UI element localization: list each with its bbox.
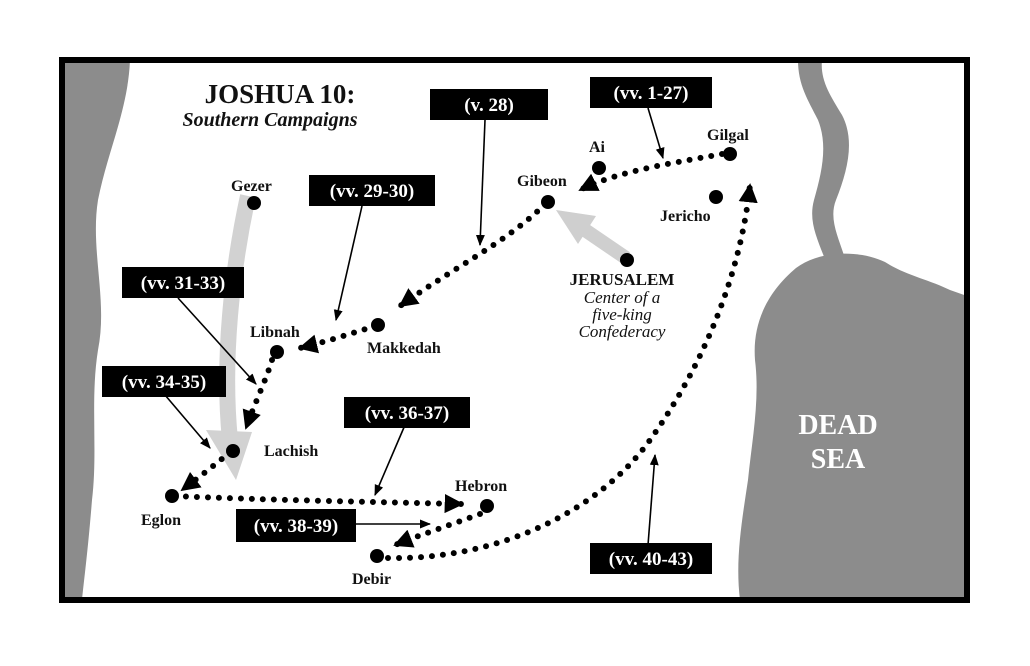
city-label-jericho: Jericho bbox=[660, 208, 711, 225]
verse-tag-v34-35-label: (vv. 34-35) bbox=[122, 372, 206, 393]
map-title: JOSHUA 10: bbox=[205, 79, 356, 109]
verse-tag-v28: (v. 28) bbox=[430, 89, 548, 120]
city-label-gezer: Gezer bbox=[231, 178, 272, 195]
route-lachish-eglon bbox=[179, 449, 233, 493]
pointer-v34-35 bbox=[164, 394, 211, 449]
map-subtitle: Southern Campaigns bbox=[182, 109, 357, 131]
verse-tag-v36-37-label: (vv. 36-37) bbox=[365, 403, 449, 424]
city-label-ai: Ai bbox=[589, 139, 606, 156]
city-label-eglon: Eglon bbox=[141, 512, 181, 529]
city-label-gilgal: Gilgal bbox=[707, 127, 749, 144]
jerusalem-note-line2: five-king bbox=[592, 305, 651, 324]
city-dot-jericho bbox=[709, 190, 723, 204]
city-label-gibeon: Gibeon bbox=[517, 173, 567, 190]
city-dot-libnah bbox=[270, 345, 284, 359]
verse-tag-v1-27-label: (vv. 1-27) bbox=[614, 83, 689, 104]
city-dot-lachish bbox=[226, 444, 240, 458]
verse-tag-v38-39-label: (vv. 38-39) bbox=[254, 516, 338, 537]
verse-tag-v34-35: (vv. 34-35) bbox=[102, 366, 226, 397]
jerusalem-note-line3: Confederacy bbox=[579, 322, 666, 341]
tag-pointers bbox=[164, 107, 665, 546]
verse-tag-v38-39: (vv. 38-39) bbox=[236, 509, 356, 542]
pointer-v29-30 bbox=[333, 205, 363, 322]
verse-tag-v36-37: (vv. 36-37) bbox=[344, 397, 470, 428]
dead-sea-label-line2: SEA bbox=[811, 444, 866, 475]
pointer-v40-43 bbox=[647, 453, 659, 546]
route-debir-gilgal bbox=[385, 182, 758, 562]
dead-sea-label-line1: DEAD bbox=[798, 410, 877, 441]
city-label-debir: Debir bbox=[352, 571, 391, 588]
city-dot-gilgal bbox=[723, 147, 737, 161]
pointer-v28 bbox=[475, 119, 486, 247]
city-dot-eglon bbox=[165, 489, 179, 503]
city-label-lachish: Lachish bbox=[264, 443, 318, 460]
city-label-hebron: Hebron bbox=[455, 478, 507, 495]
city-dot-gezer bbox=[247, 196, 261, 210]
jerusalem-arrow-head bbox=[556, 210, 596, 244]
route-hebron-debir bbox=[392, 511, 483, 548]
pointer-v31-33 bbox=[177, 297, 257, 385]
gezer-arrow bbox=[219, 194, 256, 441]
city-dot-jerusalem bbox=[620, 253, 634, 267]
jordan-river bbox=[798, 60, 849, 262]
verse-tag-v28-label: (v. 28) bbox=[464, 95, 514, 116]
city-dot-makkedah bbox=[371, 318, 385, 332]
city-dot-ai bbox=[592, 161, 606, 175]
route-gilgal-gibeon bbox=[577, 151, 725, 193]
map-frame bbox=[59, 57, 970, 603]
route-gibeon-makkedah bbox=[397, 201, 548, 309]
verse-tag-v29-30: (vv. 29-30) bbox=[309, 175, 435, 206]
city-dot-gibeon bbox=[541, 195, 555, 209]
verse-tag-v31-33-label: (vv. 31-33) bbox=[141, 273, 225, 294]
jerusalem-note-line1: Center of a bbox=[584, 288, 661, 307]
jerusalem-label: JERUSALEM bbox=[570, 270, 675, 289]
dead-sea bbox=[738, 253, 967, 601]
route-libnah-lachish bbox=[242, 357, 275, 431]
coast-water bbox=[62, 60, 130, 600]
city-label-makkedah: Makkedah bbox=[367, 340, 441, 357]
city-label-libnah: Libnah bbox=[250, 324, 300, 341]
city-dot-debir bbox=[370, 549, 384, 563]
route-eglon-hebron bbox=[172, 493, 465, 514]
campaign-routes bbox=[172, 151, 758, 562]
pointer-v1-27 bbox=[647, 107, 665, 160]
jerusalem-arrow bbox=[578, 222, 630, 264]
verse-tag-v1-27: (vv. 1-27) bbox=[590, 77, 712, 108]
verse-tag-v29-30-label: (vv. 29-30) bbox=[330, 181, 414, 202]
verse-tag-v40-43-label: (vv. 40-43) bbox=[609, 549, 693, 570]
verse-tag-v31-33: (vv. 31-33) bbox=[122, 267, 244, 298]
city-markers bbox=[165, 147, 737, 563]
city-dot-hebron bbox=[480, 499, 494, 513]
pointer-v36-37 bbox=[374, 424, 406, 497]
verse-tag-v40-43: (vv. 40-43) bbox=[590, 543, 712, 574]
